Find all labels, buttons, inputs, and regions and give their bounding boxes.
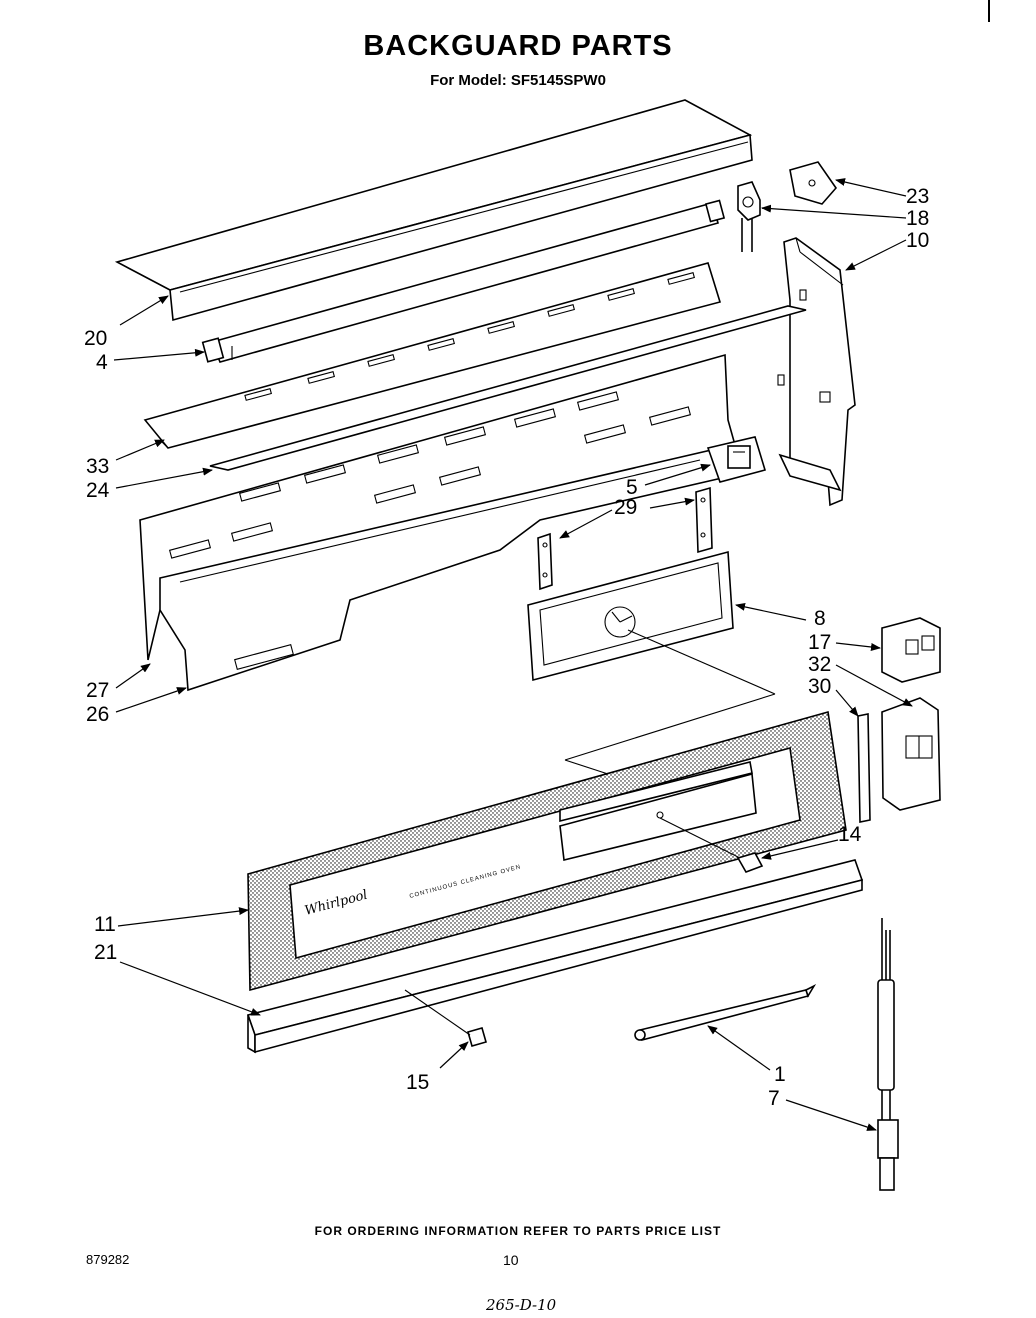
document-number: 879282 [86,1252,130,1267]
callout-23: 23 [906,185,930,208]
part-fluorescent-tube [201,199,726,363]
part-mounting-bracket-right [695,486,713,554]
callout-15: 15 [406,1071,430,1094]
part-clock-panel [527,550,734,682]
callout-29: 29 [614,496,638,519]
callout-1: 1 [774,1063,786,1086]
edge-mark [988,0,990,22]
callout-7: 7 [768,1087,780,1110]
callout-32: 32 [808,653,832,676]
part-bottom-trim [246,859,864,1054]
part-mounting-bracket-left [537,532,553,591]
page-title: BACKGUARD PARTS [363,30,673,62]
part-vertical-strip [857,713,871,823]
callout-10: 10 [906,229,930,252]
callout-24: 24 [86,479,110,502]
callout-33: 33 [86,455,110,478]
callout-27: 27 [86,679,110,702]
part-shield [209,305,807,471]
model-subtitle: For Model: SF5145SPW0 [430,72,606,89]
ordering-note: FOR ORDERING INFORMATION REFER TO PARTS … [314,1224,722,1238]
callout-8: 8 [814,607,826,630]
part-reflector [143,262,722,449]
handwritten-note: 265-D-10 [486,1296,557,1314]
page-number: 10 [503,1252,519,1268]
part-wire-harness [877,918,899,1191]
callout-14: 14 [838,823,862,846]
callout-leaders [113,178,913,1131]
part-knob [736,852,764,873]
callout-18: 18 [906,207,930,230]
part-control-panel: Whirlpool CONTINUOUS CLEANING OVEN [247,710,847,992]
part-end-bracket [777,237,856,507]
part-lamp-holder [737,181,761,252]
part-clip [467,1027,487,1047]
callout-17: 17 [808,631,832,654]
part-lamp-socket-cover [789,161,838,205]
callout-26: 26 [86,703,110,726]
part-top-cap [114,99,753,322]
part-sensing-probe [634,984,817,1041]
callout-11: 11 [94,913,116,936]
callout-20: 20 [84,327,108,350]
callout-5: 5 [626,476,638,499]
part-switch-cover [881,697,941,811]
part-switch [706,436,767,483]
callout-4: 4 [96,351,108,374]
callout-30: 30 [808,675,832,698]
part-infinite-switch [881,617,941,683]
callout-21: 21 [94,941,118,964]
